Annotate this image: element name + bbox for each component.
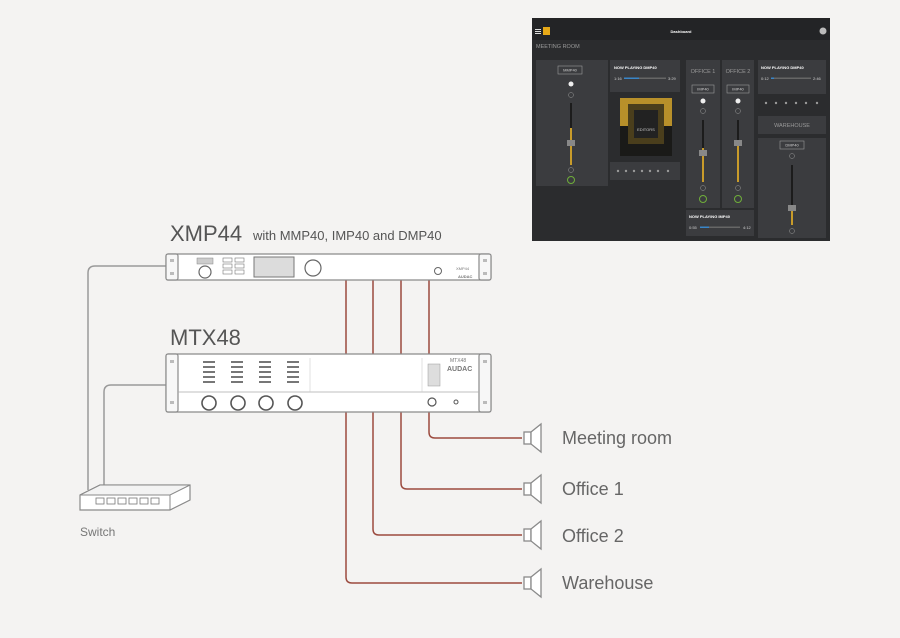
progress-fill: [700, 226, 709, 228]
zone-source-mmp40-label: MMP40: [563, 68, 578, 73]
dashboard-panel: Dashboard MEETING ROOM MMP40 NOW PLAYING…: [532, 18, 830, 241]
progress-track[interactable]: [700, 226, 740, 229]
logo-icon: [543, 27, 550, 35]
zone-source-imp40-2[interactable]: [726, 84, 750, 94]
xmp-subtitle: with MMP40, IMP40 and DMP40: [252, 228, 442, 243]
zone-source-mmp40[interactable]: [557, 65, 583, 75]
xmp-title: XMP44: [170, 221, 242, 246]
mtx-brand: AUDAC: [447, 366, 472, 373]
output-label-warehouse: Warehouse: [562, 573, 653, 593]
now-playing-label: NOW PLAYING IMP40: [689, 214, 731, 219]
xmp-display: [253, 256, 295, 278]
total-time: 3:29: [668, 76, 677, 81]
elapsed-time: 1:16: [614, 76, 623, 81]
menu-icon[interactable]: [535, 29, 541, 34]
progress-track[interactable]: [771, 77, 811, 80]
speaker-icon: [523, 473, 542, 505]
speaker-icon: [523, 567, 542, 599]
transport-controls[interactable]: [764, 101, 819, 105]
now-playing-label: NOW PLAYING DMP40: [761, 65, 805, 70]
room-name: MEETING ROOM: [536, 44, 580, 50]
mtx48-device: MTX48 AUDAC: [165, 353, 492, 413]
xmp-right-knob: [304, 259, 322, 277]
volume-fader[interactable]: [567, 81, 575, 184]
speaker-icon: [523, 422, 542, 454]
output-label-meeting-room: Meeting room: [562, 428, 672, 448]
mtx-zone-knobs: [201, 395, 303, 411]
total-time: 2:46: [813, 76, 822, 81]
speaker-icon: [523, 519, 542, 551]
volume-fader[interactable]: [699, 98, 707, 203]
network-switch: [79, 484, 191, 511]
mtx-title: MTX48: [170, 325, 241, 350]
output-label-office-1: Office 1: [562, 479, 624, 499]
total-time: 4:12: [743, 225, 752, 230]
close-icon[interactable]: [819, 27, 827, 35]
xmp-model: XMP44: [456, 266, 470, 271]
zone-source-dmp40-label: DMP40: [785, 143, 799, 148]
progress-fill: [624, 77, 639, 79]
xmp-brand: AUDAC: [458, 274, 473, 279]
zone-source-imp40[interactable]: [691, 84, 715, 94]
progress-track[interactable]: [624, 77, 666, 80]
xmp-buttons: [222, 257, 245, 275]
zone-office1: OFFICE 1: [691, 69, 716, 75]
xmp44-device: AUDAC XMP44: [165, 253, 492, 281]
volume-fader[interactable]: [788, 153, 796, 234]
now-playing-label: NOW PLAYING DMP40: [614, 65, 658, 70]
elapsed-time: 0:12: [761, 76, 770, 81]
zone-warehouse: WAREHOUSE: [774, 123, 810, 129]
elapsed-time: 0:55: [689, 225, 698, 230]
speaker-wires: [345, 280, 522, 584]
zone-source-imp40-2-label: IMP40: [732, 87, 744, 92]
dashboard-title: Dashboard: [671, 29, 692, 34]
zone-source-dmp40[interactable]: [779, 140, 805, 150]
mtx-model: MTX48: [450, 358, 466, 364]
zone-source-imp40-label: IMP40: [697, 87, 709, 92]
xmp-left-knob: [198, 265, 212, 279]
album-text: EDITORS: [637, 127, 655, 132]
switch-label: Switch: [80, 525, 115, 539]
mtx-zone-led-meters: [203, 361, 299, 383]
network-wires: [87, 265, 173, 490]
output-label-office-2: Office 2: [562, 526, 624, 546]
zone-office2: OFFICE 2: [726, 69, 751, 75]
volume-fader[interactable]: [734, 98, 742, 203]
progress-fill: [771, 77, 774, 79]
transport-controls[interactable]: [616, 169, 670, 173]
